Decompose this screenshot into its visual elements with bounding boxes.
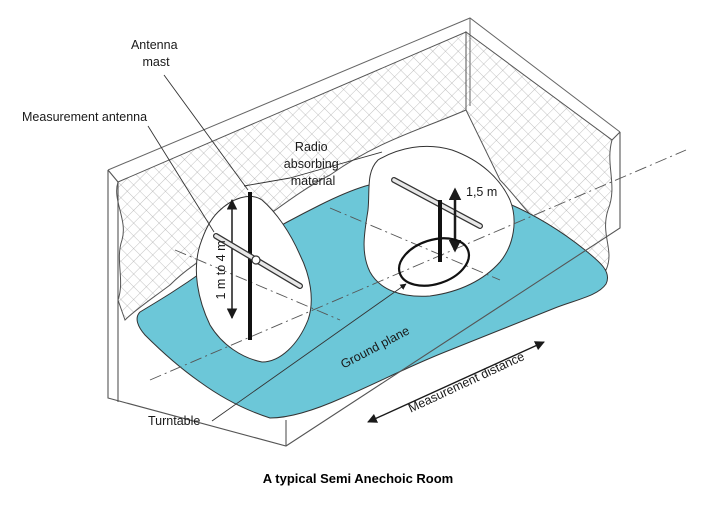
turntable — [397, 237, 471, 287]
measurement-antenna — [213, 233, 303, 289]
label-height-range: 1 m to 4 m — [214, 240, 228, 299]
label-turntable: Turntable — [148, 414, 200, 428]
measurement-distance-arrow — [367, 341, 545, 423]
label-eut-height: 1,5 m — [466, 185, 497, 199]
absorber-patch-antenna — [195, 196, 312, 363]
label-antenna-mast: Antenna mast — [131, 38, 181, 69]
room-box-front — [107, 131, 621, 447]
leader-lines — [147, 74, 407, 422]
label-radio-absorbing-material: Radio absorbing material — [284, 140, 342, 188]
axis-lines — [149, 149, 687, 381]
eut-antenna — [391, 177, 483, 229]
figure-caption: A typical Semi Anechoic Room — [263, 471, 453, 486]
absorber-wall-right — [465, 31, 613, 271]
label-measurement-antenna: Measurement antenna — [22, 110, 147, 124]
